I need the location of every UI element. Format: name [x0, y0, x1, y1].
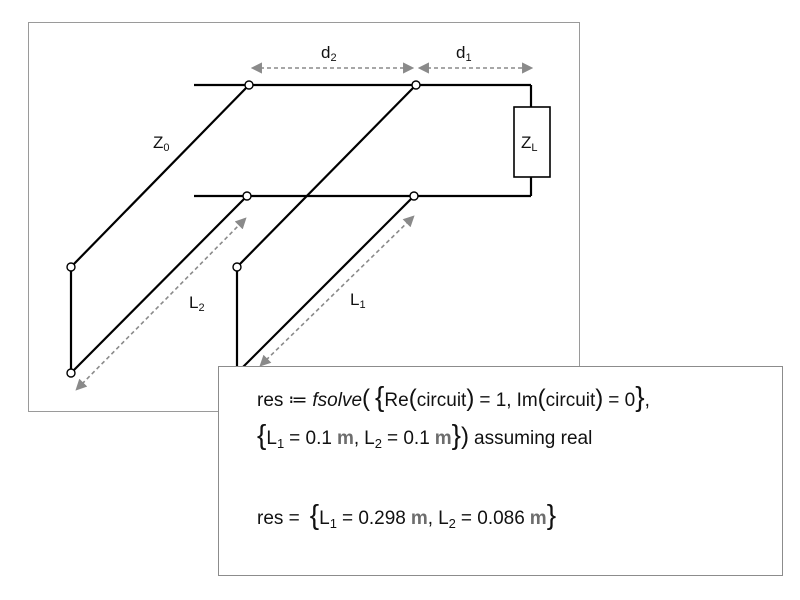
circuit-arg: circuit [416, 390, 467, 411]
stub1-bottom-wire [236, 195, 415, 374]
l1-label: L1 [350, 290, 366, 311]
im-function: Im [516, 390, 538, 411]
stub1-top-wire [236, 84, 417, 268]
node-stub1-top [411, 80, 421, 90]
l1-result-value: = 0.298 [341, 508, 406, 529]
open-paren: ( [362, 385, 371, 412]
diagram-panel: Z0 ZL d2 d1 L2 L1 [28, 22, 580, 412]
l1-symbol: L1 [266, 428, 285, 451]
res-variable: res [257, 390, 284, 411]
l2-symbol: L2 [438, 508, 456, 531]
node-stub2-end-bottom [66, 368, 76, 378]
fsolve-function: fsolve [312, 390, 363, 411]
stub2-top-wire [70, 84, 250, 268]
stub2-bottom-wire [70, 195, 248, 374]
load-impedance-box [513, 106, 551, 178]
result-panel: res ≔ fsolve ( { Re ( circuit ) = 1, Im … [218, 366, 783, 576]
zl-label: ZL [521, 133, 538, 154]
result-line: res = { L1 = 0.298 m , L2 = 0.086 m } [257, 499, 557, 532]
l1-guess-unit: m [336, 428, 354, 449]
l2-dimension-arrow [75, 217, 247, 391]
l2-label: L2 [189, 293, 205, 314]
node-stub1-bottom [409, 191, 419, 201]
re-equals: = 1, [479, 390, 512, 411]
d1-label: d1 [456, 43, 472, 64]
l2-symbol: L2 [364, 428, 382, 451]
l1-symbol: L1 [319, 508, 337, 531]
l2-guess-value: = 0.1 [386, 428, 430, 449]
node-stub1-end-top [232, 262, 242, 272]
l1-dimension-arrow [259, 215, 415, 367]
l1-result-unit: m [410, 508, 428, 529]
re-function: Re [384, 390, 409, 411]
fsolve-equation-line: res ≔ fsolve ( { Re ( circuit ) = 1, Im … [257, 381, 650, 412]
transmission-line-diagram: Z0 ZL d2 d1 L2 L1 [66, 43, 551, 391]
circuit-arg: circuit [545, 390, 596, 411]
open-brace: { [375, 381, 385, 412]
assuming-real-text: assuming real [474, 428, 593, 449]
assign-operator: ≔ [288, 390, 308, 411]
l2-result-unit: m [529, 508, 547, 529]
z0-label: Z0 [153, 133, 170, 154]
node-stub2-end-top [66, 262, 76, 272]
res-equals: res = [257, 508, 300, 529]
l2-guess-unit: m [434, 428, 452, 449]
node-stub2-top [244, 80, 254, 90]
node-stub2-bottom [242, 191, 252, 201]
im-equals: = 0 [608, 390, 636, 411]
initial-guess-line: { L1 = 0.1 m , L2 = 0.1 m } ) assuming r… [257, 419, 593, 452]
l2-result-value: = 0.086 [460, 508, 525, 529]
d2-label: d2 [321, 43, 337, 64]
close-brace: } [635, 381, 645, 412]
l1-guess-value: = 0.1 [289, 428, 332, 449]
comma: , [644, 390, 650, 411]
